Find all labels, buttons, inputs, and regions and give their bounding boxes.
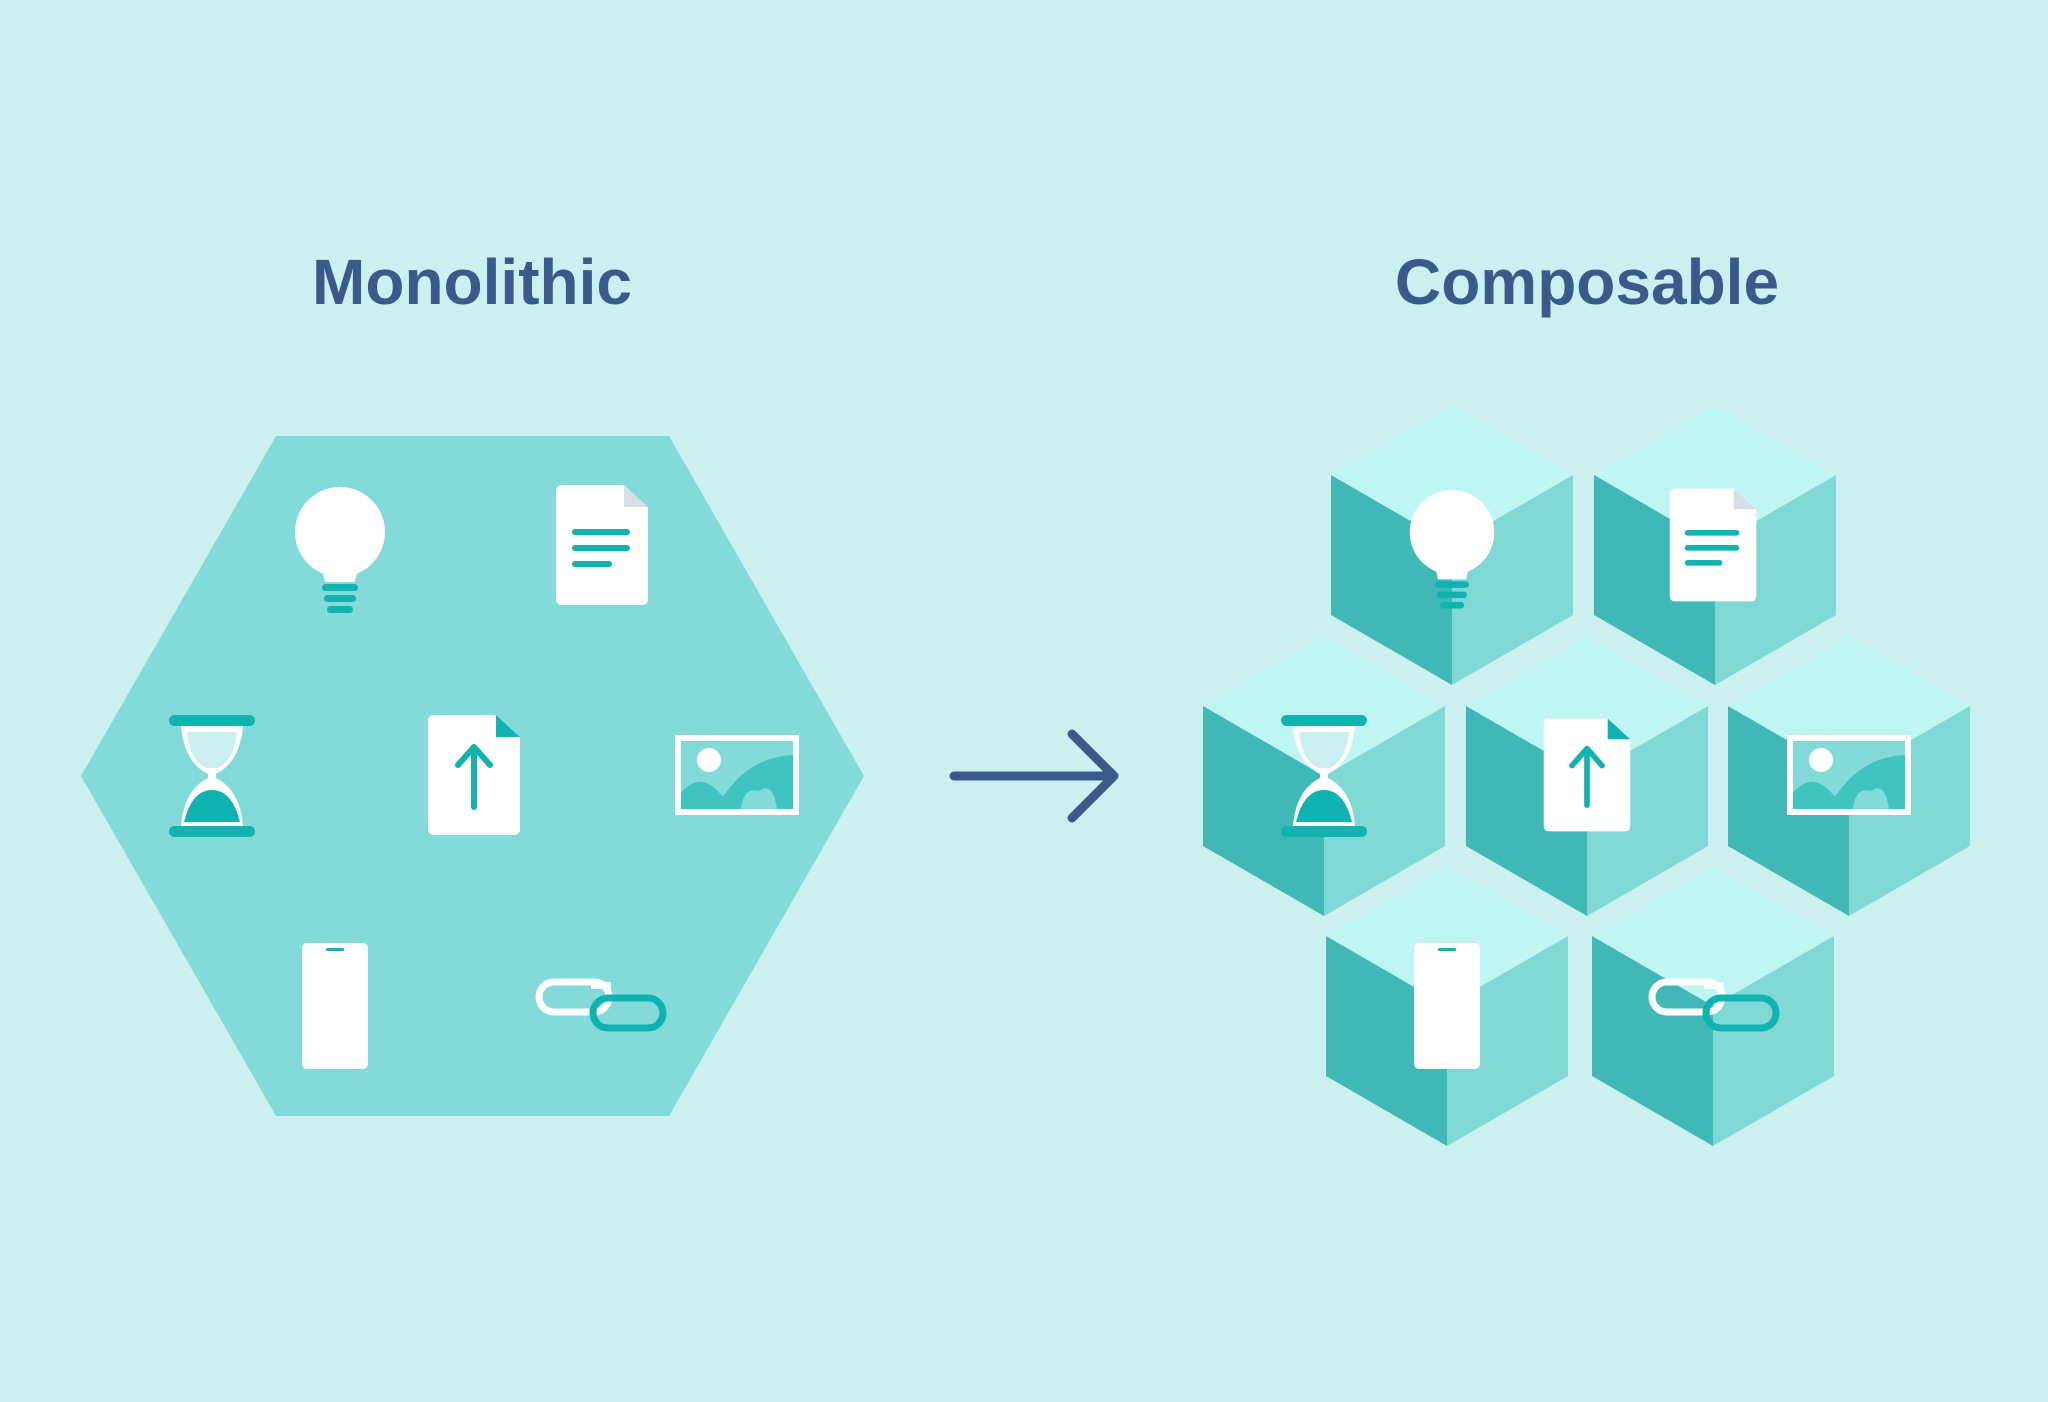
monolithic-block: [81, 436, 864, 1116]
cube-link: [1592, 866, 1834, 1146]
composable-title: Composable: [1394, 246, 1780, 318]
phone-icon: [1414, 943, 1480, 1069]
cube-document: [1594, 405, 1836, 685]
cube-hourglass: [1203, 636, 1445, 916]
cube-image: [1728, 636, 1970, 916]
document-icon: [556, 485, 648, 605]
cube-lightbulb: [1331, 405, 1573, 685]
transition-arrow-icon: [949, 729, 1119, 823]
monolithic-title: Monolithic: [312, 246, 632, 318]
upload-file-icon: [1544, 719, 1630, 832]
phone-icon: [302, 943, 368, 1069]
image-icon: [675, 735, 799, 815]
image-icon: [1787, 735, 1911, 815]
document-icon: [1669, 488, 1757, 602]
composable-blocks: [1203, 405, 1970, 1146]
cube-upload: [1466, 636, 1708, 916]
upload-file-icon: [428, 715, 520, 835]
cube-phone: [1326, 866, 1568, 1146]
